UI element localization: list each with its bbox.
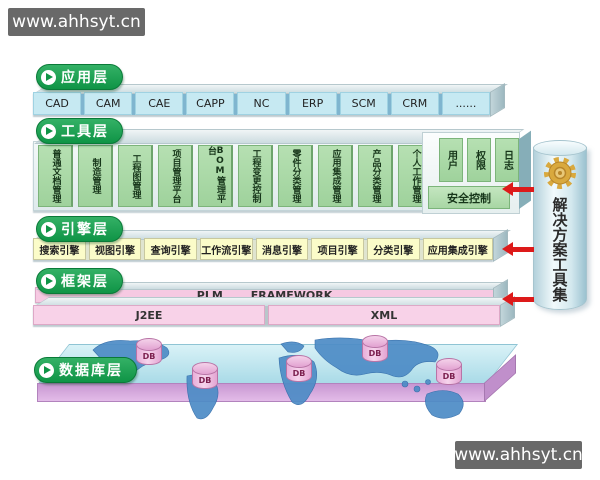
- engine-cell-message: 消息引擎: [255, 238, 309, 260]
- db-cylinder: DB: [362, 335, 388, 362]
- security-cell-label: 权限: [473, 150, 485, 170]
- solution-toolset-cylinder: 解决方案工具集: [533, 140, 587, 310]
- tool-box-label: 应用集成管理: [330, 149, 341, 203]
- app-cell-cae: CAE: [135, 92, 184, 115]
- app-cell-scm: SCM: [339, 92, 388, 115]
- tool-box-label: 工程变更控制: [250, 149, 261, 203]
- db-cylinder: DB: [192, 362, 218, 389]
- security-cell-user: 用户: [439, 138, 463, 182]
- db-cylinder-top: [136, 338, 162, 351]
- db-cylinder-label: DB: [198, 376, 212, 385]
- db-cylinder-top: [286, 355, 312, 368]
- j2ee-cell: J2EE: [33, 305, 265, 325]
- tool-box-label: 普通文档管理: [50, 149, 61, 203]
- engine-layer-label: 引擎层: [36, 216, 123, 242]
- db-cylinder-top: [192, 362, 218, 375]
- tool-box-label: BOM管理平台: [206, 146, 225, 203]
- tool-box-label: 制造管理: [90, 158, 101, 194]
- arrow-head-icon: [502, 182, 513, 196]
- tool-box-label: 个人工作管理: [410, 149, 421, 203]
- xml-cell: XML: [268, 305, 500, 325]
- tool-box-part-classification: 零件分类管理: [278, 145, 313, 207]
- security-control-block: 用户 权限 日志 安全控制: [422, 130, 531, 214]
- tool-box-document-mgmt: 普通文档管理: [38, 145, 73, 207]
- arrow-to-engine-layer: [502, 242, 534, 256]
- arrow-shaft: [512, 186, 534, 192]
- db-cylinder-top: [362, 335, 388, 348]
- db-cylinder-top: [436, 358, 462, 371]
- tool-box-label: 项目管理平台: [170, 149, 181, 203]
- application-layer-bar: CAD CAM CAE CAPP NC ERP SCM CRM ......: [33, 82, 509, 117]
- engine-cell-app-integration: 应用集成引擎: [422, 238, 493, 260]
- play-icon: [39, 362, 54, 378]
- security-cell-label: 用户: [445, 150, 457, 170]
- security-cell-log: 日志: [495, 138, 519, 182]
- db-cylinder-label: DB: [292, 369, 306, 378]
- watermark-bottom-right: www.ahhsyt.cn: [454, 441, 583, 469]
- cylinder-top-ellipse: [533, 140, 587, 156]
- app-cell-more: ......: [441, 92, 490, 115]
- tool-layer-slab: 普通文档管理 制造管理 工程图管理 项目管理平台 BOM管理平台 工程变更控制 …: [33, 129, 531, 214]
- db-cylinder-label: DB: [368, 349, 382, 358]
- tool-box-bom-platform: BOM管理平台: [198, 145, 233, 207]
- db-cylinder: DB: [286, 355, 312, 382]
- app-cell-erp: ERP: [288, 92, 337, 115]
- arrow-to-security-control: [502, 182, 534, 196]
- play-icon: [41, 123, 56, 139]
- play-icon: [41, 273, 56, 289]
- db-cylinder-label: DB: [442, 372, 456, 381]
- tool-box-drawing-mgmt: 工程图管理: [118, 145, 153, 207]
- solution-toolset-label: 解决方案工具集: [550, 197, 569, 302]
- app-cell-capp: CAPP: [186, 92, 235, 115]
- play-icon: [41, 69, 56, 85]
- tool-box-label: 工程图管理: [130, 153, 141, 199]
- app-cell-nc: NC: [237, 92, 286, 115]
- arrow-head-icon: [502, 242, 513, 256]
- db-cylinder: DB: [136, 338, 162, 365]
- tool-layer-label-text: 工具层: [61, 124, 109, 140]
- security-cell-permission: 权限: [467, 138, 491, 182]
- database-layer-label-text: 数据库层: [59, 363, 123, 379]
- security-block-right-bevel: [519, 130, 531, 209]
- app-cell-cam: CAM: [84, 92, 133, 115]
- tool-box-label: 产品分类管理: [370, 149, 381, 203]
- tool-box-project-platform: 项目管理平台: [158, 145, 193, 207]
- application-layer-label: 应用层: [36, 64, 123, 90]
- tool-box-manufacturing-mgmt: 制造管理: [78, 145, 113, 207]
- db-cylinder-label: DB: [142, 352, 156, 361]
- application-layer-label-text: 应用层: [61, 70, 109, 86]
- framework-layer-label-text: 框架层: [61, 274, 109, 290]
- arrow-shaft: [512, 296, 534, 302]
- gear-icon: [544, 157, 576, 189]
- arrow-to-framework-layer: [502, 292, 534, 306]
- arrow-shaft: [512, 246, 534, 252]
- app-cell-cad: CAD: [33, 92, 82, 115]
- tool-box-label: 零件分类管理: [290, 149, 301, 203]
- engine-cell-classify: 分类引擎: [366, 238, 420, 260]
- tool-box-change-control: 工程变更控制: [238, 145, 273, 207]
- engine-cell-query: 查询引擎: [144, 238, 197, 260]
- tool-box-product-classification: 产品分类管理: [358, 145, 393, 207]
- engine-cell-workflow: 工作流引擎: [199, 238, 253, 260]
- tool-layer-label: 工具层: [36, 118, 123, 144]
- database-layer-label: 数据库层: [34, 357, 137, 383]
- db-cylinder: DB: [436, 358, 462, 385]
- engine-layer-label-text: 引擎层: [61, 222, 109, 238]
- app-cell-crm: CRM: [390, 92, 439, 115]
- tool-box-app-integration: 应用集成管理: [318, 145, 353, 207]
- security-control-bar: 安全控制: [428, 186, 510, 209]
- j2ee-xml-bar: J2EE XML: [33, 295, 519, 327]
- security-cell-label: 日志: [501, 150, 513, 170]
- watermark-top-left: www.ahhsyt.cn: [8, 8, 145, 36]
- framework-layer-label: 框架层: [36, 268, 123, 294]
- play-icon: [41, 221, 56, 237]
- arrow-head-icon: [502, 292, 513, 306]
- engine-cell-project: 项目引擎: [311, 238, 364, 260]
- engine-layer-bar: 搜索引擎 视图引擎 查询引擎 工作流引擎 消息引擎 项目引擎 分类引擎 应用集成…: [33, 228, 512, 262]
